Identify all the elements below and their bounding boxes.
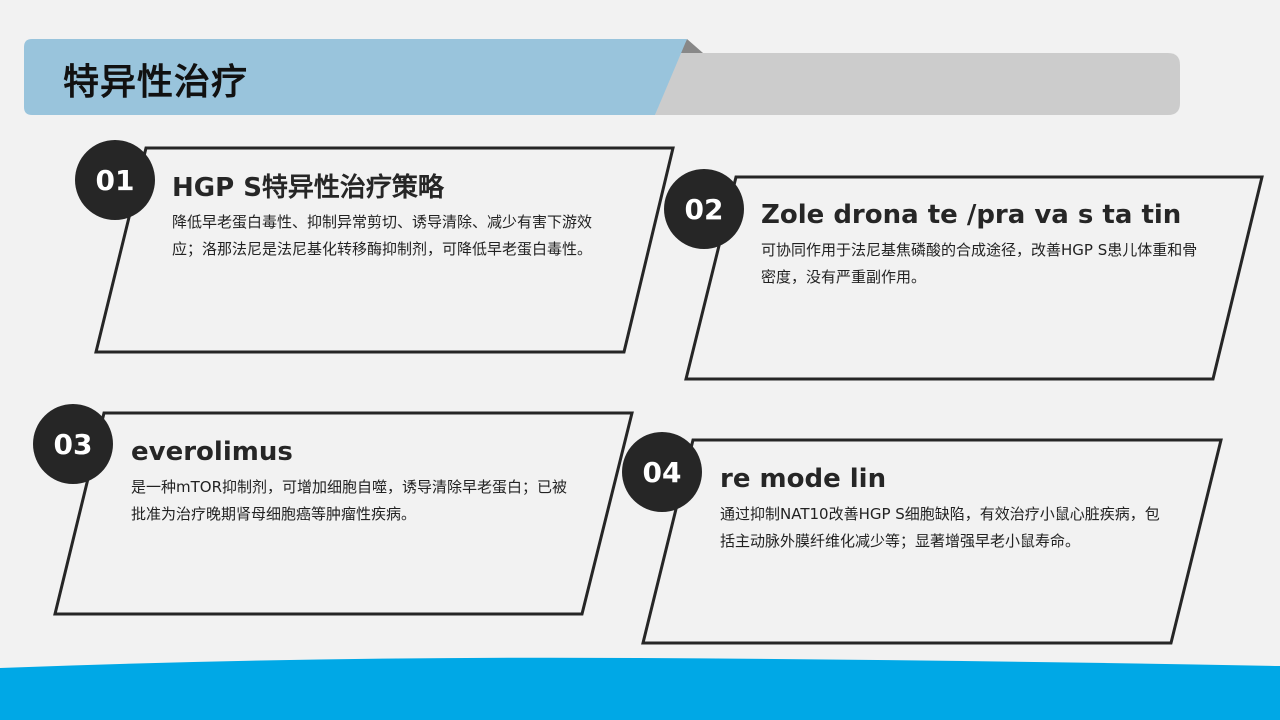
card-04-outline (641, 438, 1223, 645)
header-band (24, 39, 1180, 115)
card-01-badge: 01 (75, 140, 155, 220)
card-02-badge: 02 (664, 169, 744, 249)
card-02-outline (684, 175, 1264, 381)
card-04-badge: 04 (622, 432, 702, 512)
card-03-title: everolimus (131, 437, 293, 467)
card-03-body: 是一种mTOR抑制剂，可增加细胞自噬，诱导清除早老蛋白；已被批准为治疗晚期肾母细… (131, 478, 568, 523)
card-03-outline (53, 411, 634, 616)
card-04-title: re mode lin (720, 464, 887, 494)
card-02-body: 可协同作用于法尼基焦磷酸的合成途径，改善HGP S患儿体重和骨密度，没有严重副作… (761, 241, 1198, 286)
grey-band (655, 53, 1180, 115)
card-03-badge: 03 (33, 404, 113, 484)
card-04-body: 通过抑制NAT10改善HGP S细胞缺陷，有效治疗小鼠心脏疾病，包括主动脉外膜纤… (720, 505, 1160, 550)
card-01-title: HGP S特异性治疗策略 (172, 173, 444, 203)
page-title: 特异性治疗 (63, 62, 249, 103)
card-02-title: Zole drona te /pra va s ta tin (761, 200, 1182, 230)
card-01-outline (94, 146, 675, 354)
card-01-body: 降低早老蛋白毒性、抑制异常剪切、诱导清除、减少有害下游效应；洛那法尼是法尼基化转… (172, 213, 593, 258)
bottom-wave (0, 657, 1280, 720)
title-band (24, 39, 687, 115)
accent-fold (680, 39, 703, 53)
